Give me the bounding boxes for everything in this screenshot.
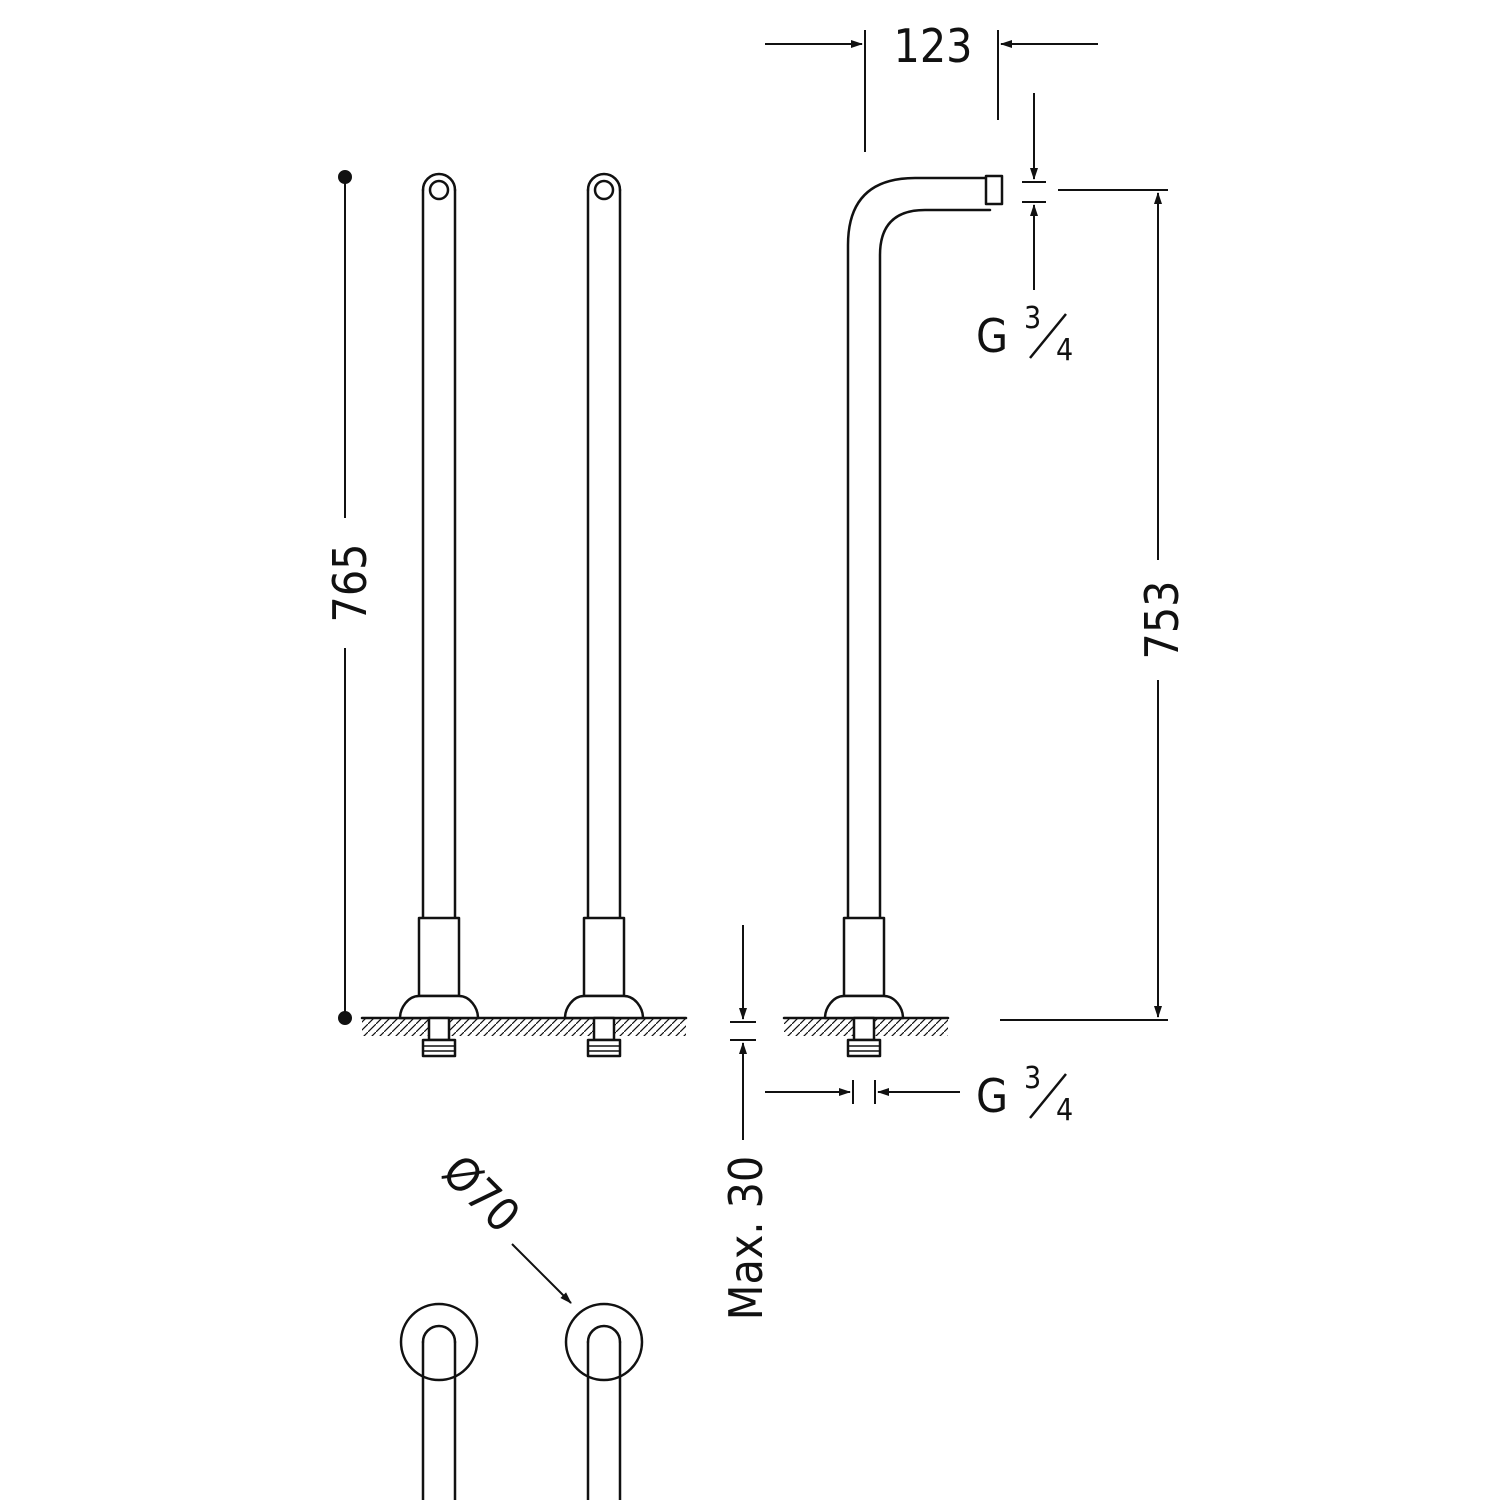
diameter-label: Ø70 (432, 1144, 530, 1242)
outlet-thread-label: G 3 4 (976, 301, 1073, 368)
top-view-right (564, 1302, 644, 1500)
svg-text:G: G (976, 1069, 1008, 1123)
dim-inlet-thread-line (765, 1080, 960, 1104)
dim-max30-line (730, 925, 756, 1140)
deck-surface-left (360, 1016, 688, 1036)
svg-text:4: 4 (1056, 333, 1073, 368)
dim-765-label: 765 (323, 544, 377, 623)
dim-123-label: 123 (894, 19, 973, 73)
svg-text:3: 3 (1024, 301, 1041, 336)
svg-text:3: 3 (1024, 1061, 1041, 1096)
dim-outlet-thread-line (1022, 93, 1046, 290)
dim-765-line (338, 170, 352, 1025)
max30-label: Max. 30 (719, 1156, 773, 1320)
svg-text:G: G (976, 309, 1008, 363)
pillar-center (563, 172, 645, 1058)
pillar-left (398, 172, 480, 1058)
dim-diameter-leader (511, 1243, 572, 1304)
spout (823, 174, 1004, 1058)
svg-text:4: 4 (1056, 1093, 1073, 1128)
top-view-left (399, 1302, 479, 1500)
dim-753-label: 753 (1135, 581, 1189, 660)
dim-123-line (765, 30, 1098, 152)
dim-753-line (1000, 189, 1168, 1021)
inlet-thread-label: G 3 4 (976, 1061, 1073, 1128)
